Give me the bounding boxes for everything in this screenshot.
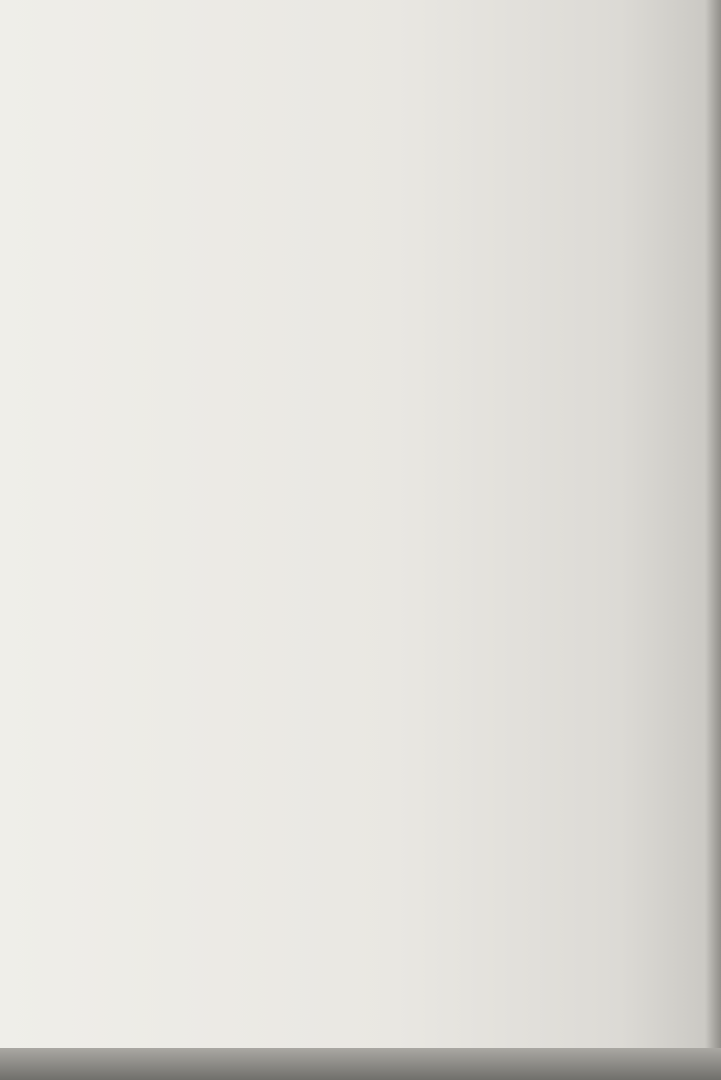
page-edge-shadow-right: [705, 0, 721, 1080]
page-edge-shadow-bottom: [0, 1048, 721, 1080]
